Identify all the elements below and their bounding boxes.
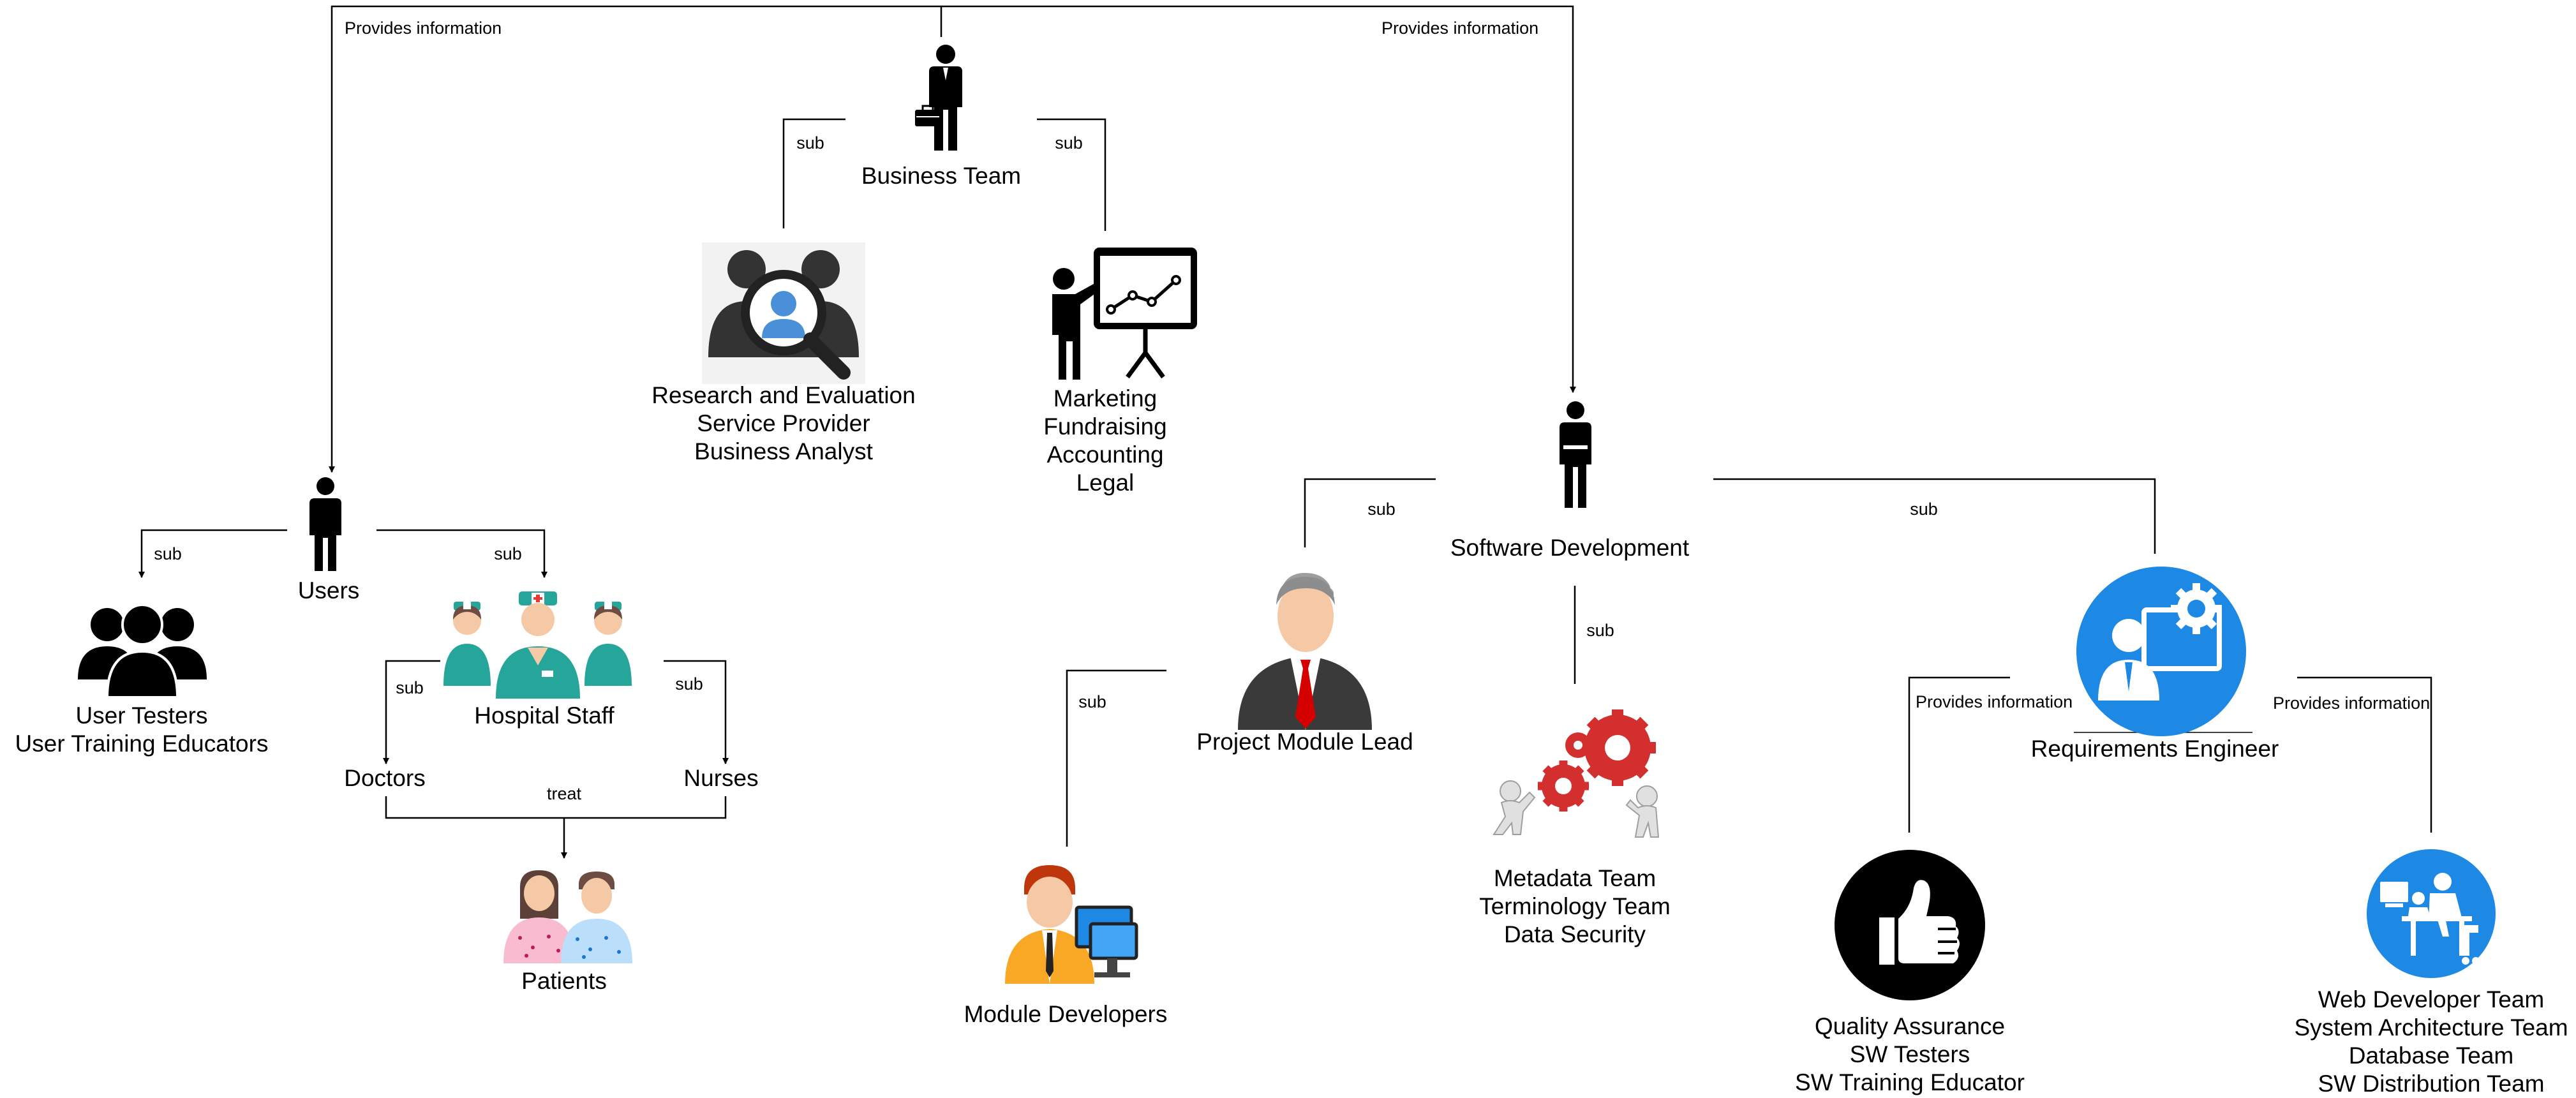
label-line: Metadata Team (1493, 865, 1657, 891)
doctors-label: Doctors (344, 764, 425, 792)
edge-label-sub: sub (1910, 500, 1938, 519)
label-line: System Architecture Team (2294, 1014, 2568, 1041)
business-team-label: Business Team (861, 162, 1021, 190)
edge-software-lead (1304, 478, 1436, 547)
label-line: Marketing (1053, 385, 1158, 412)
label-line: Legal (1076, 470, 1135, 496)
edge-req-qa (1908, 676, 2010, 833)
nurses-label: Nurses (683, 764, 758, 792)
label-line: Module Developers (964, 1001, 1168, 1027)
edge-label-provides-info-left: Provides information (345, 19, 502, 38)
module-developers-label: Module Developers (964, 1000, 1168, 1028)
label-line: Service Provider (697, 410, 870, 436)
label-line: Software Development (1450, 535, 1690, 561)
label-line: Patients (521, 968, 607, 994)
edge-label-sub: sub (1055, 133, 1083, 152)
label-line: Business Analyst (694, 438, 873, 464)
label-line: Requirements Engineer (2030, 736, 2279, 762)
people-magnifier-icon (702, 242, 865, 384)
edge-label-sub: sub (796, 133, 824, 152)
manager-tie-icon (1238, 573, 1372, 730)
edge-label-sub: sub (675, 674, 703, 694)
label-line: Quality Assurance (1814, 1013, 2006, 1039)
patients-label: Patients (521, 967, 607, 995)
patients-icon (503, 870, 632, 963)
label-line: SW Training Educator (1795, 1069, 2025, 1095)
edge-treat (385, 796, 727, 858)
label-line: Nurses (683, 765, 759, 791)
label-line: User Testers (75, 702, 208, 729)
label-line: SW Distribution Team (2318, 1071, 2545, 1097)
edge-business-marketing (1037, 118, 1106, 231)
label-line: Database Team (2348, 1042, 2514, 1069)
label-line: Web Developer Team (2318, 986, 2545, 1013)
edge-provides-info-software (941, 5, 1576, 393)
label-line: Data Security (1503, 921, 1646, 947)
gears-icon (1493, 709, 1660, 838)
edge-label-sub: sub (396, 678, 424, 697)
edge-label-sub: sub (494, 544, 522, 563)
edge-label-treat: treat (546, 784, 582, 803)
label-line: Hospital Staff (474, 702, 614, 729)
edge-label-sub: sub (1367, 500, 1396, 519)
users-label: Users (298, 577, 360, 605)
edge-label-sub: sub (154, 544, 182, 563)
group-icon (78, 604, 207, 699)
edge-staff-doctors (383, 660, 440, 764)
engineer-monitor-icon (2076, 567, 2246, 736)
person-icon (1560, 401, 1591, 508)
edge-users-testers (138, 529, 287, 578)
edge-staff-nurses (664, 660, 729, 764)
edge-users-staff (376, 529, 547, 578)
label-line: Research and Evaluation (651, 382, 916, 408)
project-module-lead-label: Project Module Lead (1196, 728, 1413, 756)
label-line: Project Module Lead (1196, 729, 1413, 755)
nurses-icon (443, 591, 632, 699)
label-line: Terminology Team (1479, 893, 1671, 919)
edge-label-sub: sub (1586, 621, 1614, 640)
thumbs-up-icon (1835, 850, 1985, 1000)
edge-label-provides-info-web: Provides information (2273, 694, 2431, 713)
person-icon (309, 477, 341, 571)
edge-provides-info-users (329, 5, 942, 473)
label-line: Fundraising (1043, 413, 1167, 440)
label-line: Users (297, 577, 360, 604)
edge-software-req (1713, 478, 2156, 554)
edge-req-web (2297, 676, 2432, 833)
label-line: User Training Educators (15, 731, 269, 757)
hospital-staff-label: Hospital Staff (474, 702, 614, 730)
label-line: Doctors (344, 765, 426, 791)
edge-lead-devs (1066, 669, 1166, 847)
edge-label-provides-info-qa: Provides information (1916, 692, 2073, 711)
requirements-engineer-label: Requirements Engineer (2031, 735, 2279, 763)
software-development-label: Software Development (1450, 534, 1689, 562)
desk-workers-icon (2367, 849, 2496, 978)
developer-computer-icon (1005, 865, 1138, 984)
presentation-chart-icon (1052, 248, 1197, 380)
label-line: Accounting (1046, 441, 1164, 468)
businessman-briefcase-icon (915, 45, 962, 151)
edge-label-sub: sub (1078, 692, 1106, 711)
label-line: Business Team (861, 163, 1022, 189)
edge-business-research (782, 118, 845, 228)
label-line: SW Testers (1849, 1041, 1970, 1067)
edge-label-provides-info-right: Provides information (1381, 19, 1539, 38)
